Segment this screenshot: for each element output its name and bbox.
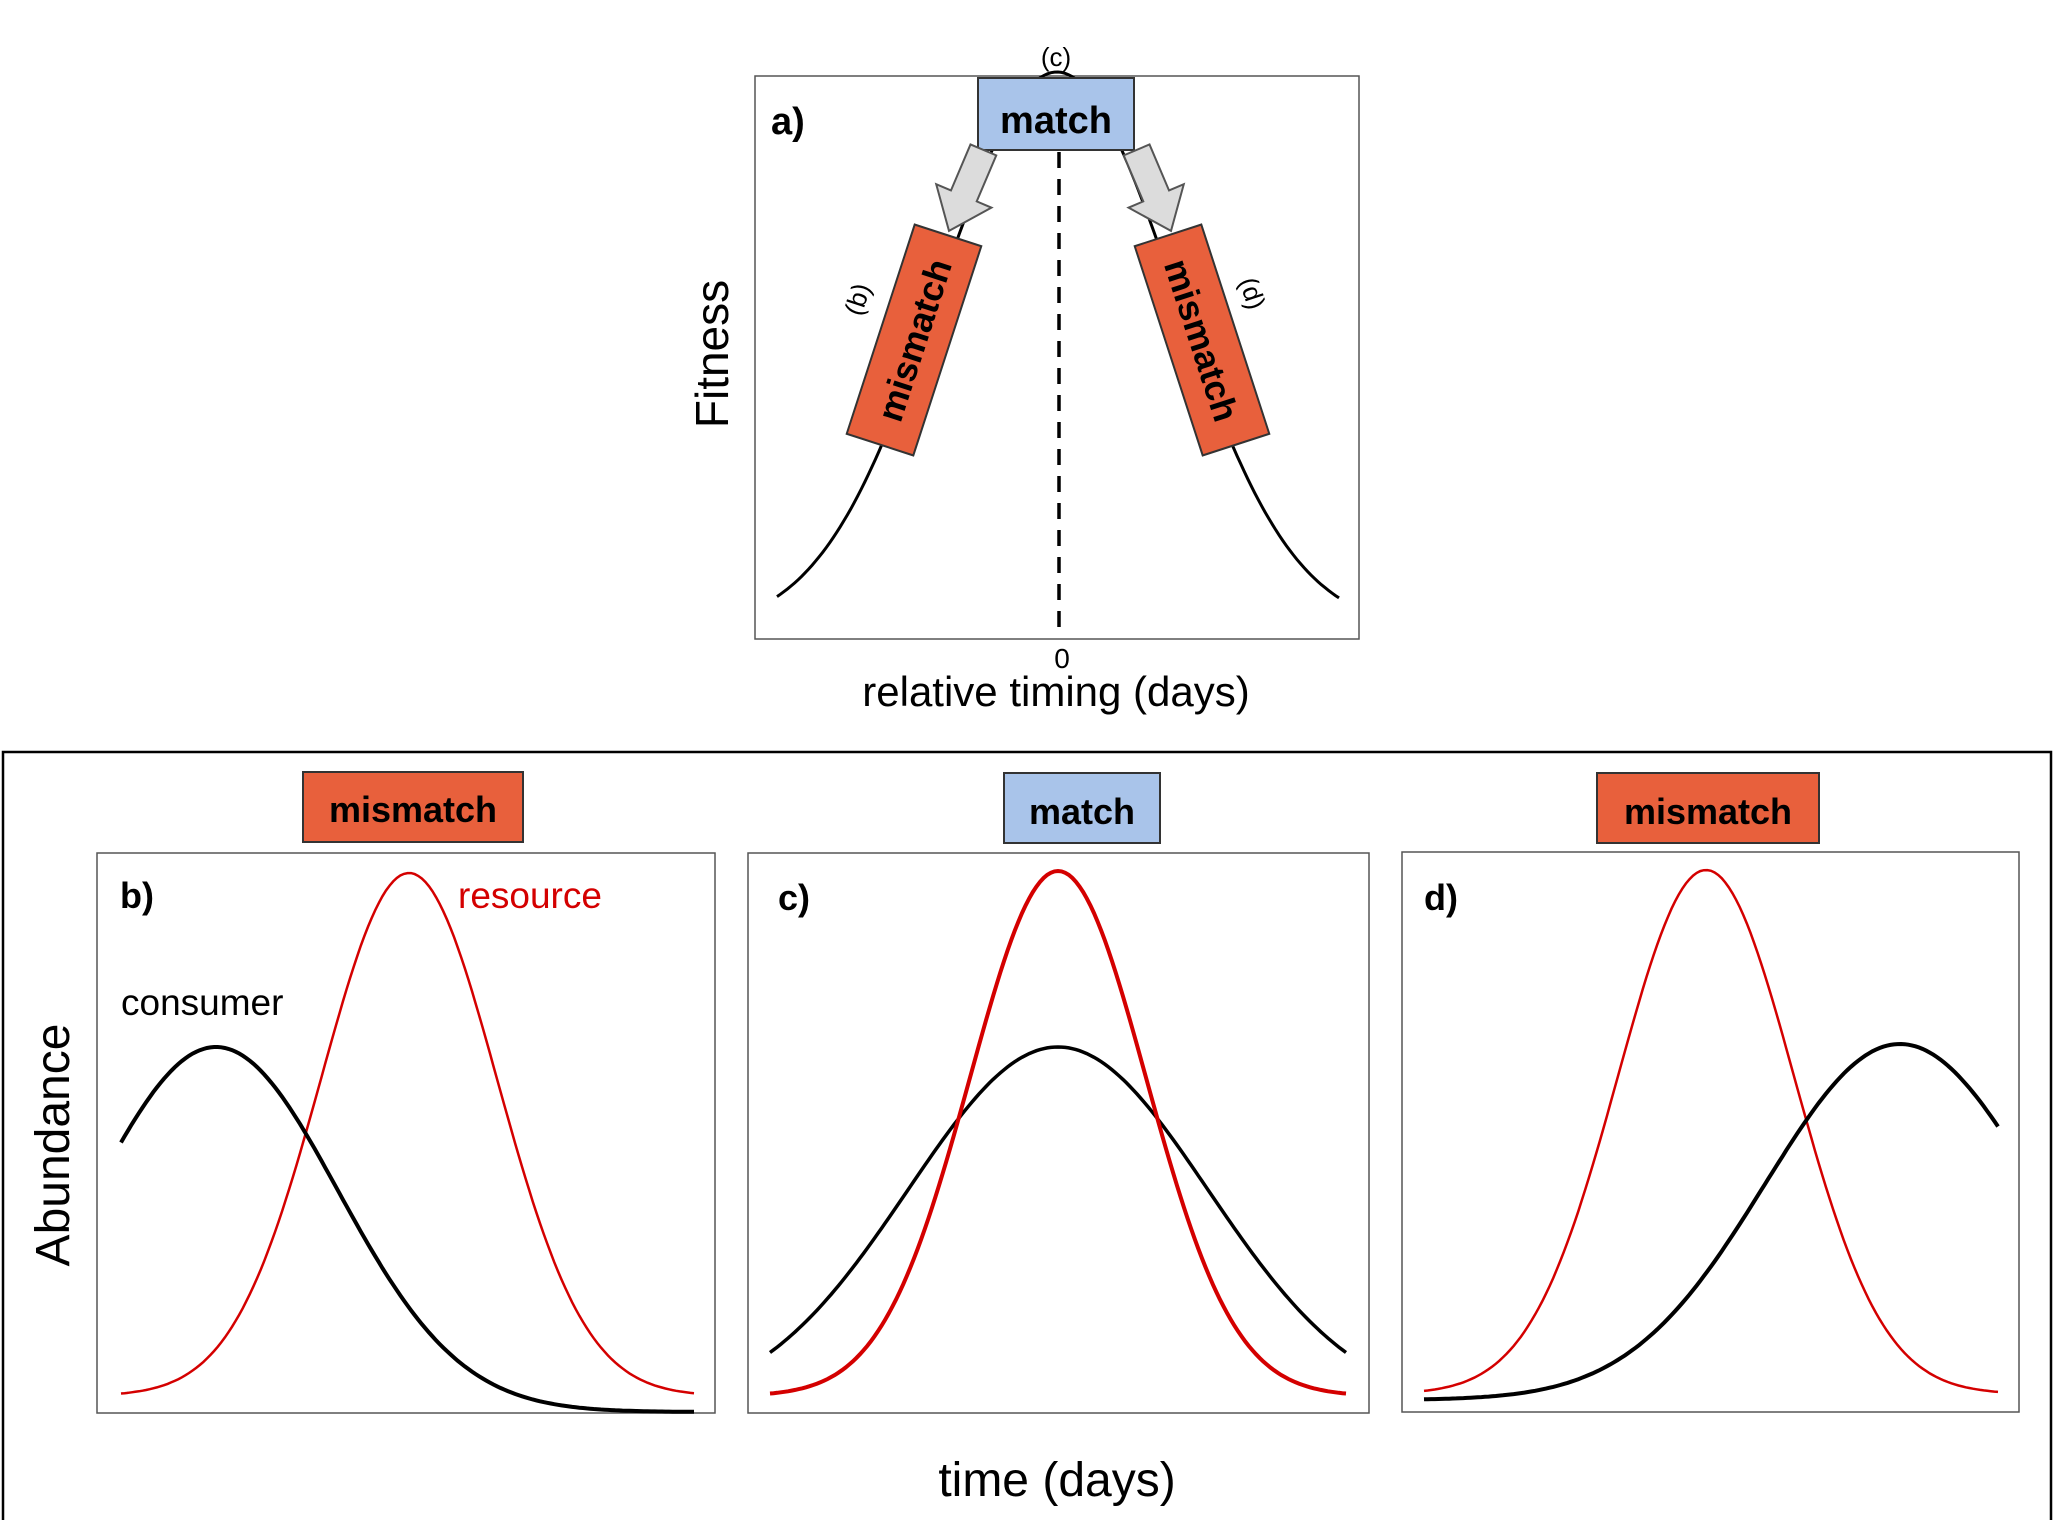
status-label-d: mismatch xyxy=(1624,791,1792,832)
status-label-b: mismatch xyxy=(329,789,497,830)
match-box-top-label: match xyxy=(1000,100,1112,142)
bottom-outer-frame xyxy=(1,750,2053,1520)
fitness-plot-frame xyxy=(754,75,1360,640)
resource-series-label: resource xyxy=(458,875,602,916)
fitness-axis-label: Fitness xyxy=(686,280,738,428)
match-box-top xyxy=(977,77,1135,151)
fitness-curve xyxy=(776,70,1340,600)
consumer-curve-c xyxy=(768,1045,1348,1354)
relative-timing-axis-label: relative timing (days) xyxy=(862,668,1249,715)
abundance-axis-label: Abundance xyxy=(27,1024,80,1267)
status-box-b xyxy=(302,771,524,843)
resource-curve-c xyxy=(769,868,1347,1396)
match-ref-label: (c) xyxy=(1041,42,1071,72)
consumer-curve-d xyxy=(1423,1041,2000,1402)
plot-frame-b xyxy=(96,852,716,1414)
plot-frame-c xyxy=(747,852,1370,1414)
status-label-c: match xyxy=(1029,791,1135,832)
resource-curve-d xyxy=(1423,868,1999,1394)
left-arrow xyxy=(934,143,998,233)
consumer-curve-b xyxy=(119,1045,694,1414)
status-box-c xyxy=(1003,772,1161,844)
status-box-d xyxy=(1596,772,1820,844)
panel-label-b: b) xyxy=(120,875,154,916)
x-tick-zero: 0 xyxy=(1054,643,1070,674)
panel-label-d: d) xyxy=(1424,877,1458,918)
consumer-series-label: consumer xyxy=(121,982,283,1023)
plot-frame-d xyxy=(1401,851,2020,1413)
panel-label-c: c) xyxy=(778,877,810,918)
panel-label-a: a) xyxy=(771,101,805,143)
time-axis-label: time (days) xyxy=(938,1454,1175,1507)
resource-curve-b xyxy=(120,871,695,1395)
right-arrow xyxy=(1122,143,1186,233)
